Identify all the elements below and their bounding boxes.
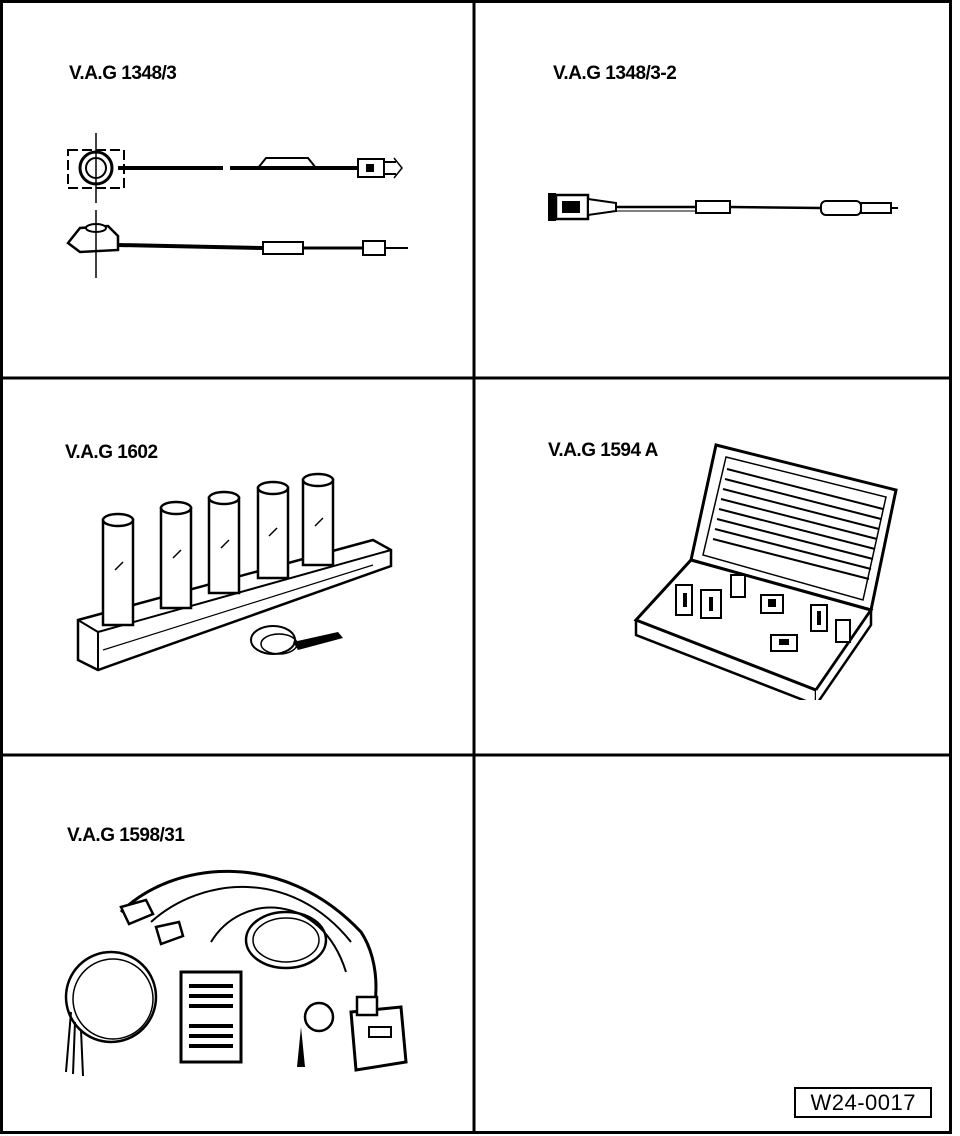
panel-label: V.A.G 1348/3-2 — [553, 63, 677, 84]
panel-vag-1602: V.A.G 1602 — [3, 380, 472, 753]
cable-adapter-icon — [548, 193, 898, 221]
panel-label: V.A.G 1598/31 — [67, 825, 185, 846]
panel-vag-1598-31: V.A.G 1598/31 — [3, 757, 472, 1131]
panel-label: V.A.G 1602 — [65, 442, 158, 463]
figure-code: W24-0017 — [794, 1087, 932, 1118]
wiring-harness-icon — [64, 869, 408, 1077]
connector-case-icon — [633, 443, 898, 700]
panel-label: V.A.G 1594 A — [548, 440, 658, 461]
panel-vag-1594-a: V.A.G 1594 A — [476, 380, 948, 753]
socket-set-icon — [76, 472, 393, 672]
panel-vag-1348-3-2: V.A.G 1348/3-2 — [476, 3, 948, 376]
panel-empty: W24-0017 — [476, 757, 948, 1131]
panel-vag-1348-3: V.A.G 1348/3 — [3, 3, 472, 376]
panel-label: V.A.G 1348/3 — [69, 63, 177, 84]
cable-adapter-icon — [66, 133, 408, 278]
